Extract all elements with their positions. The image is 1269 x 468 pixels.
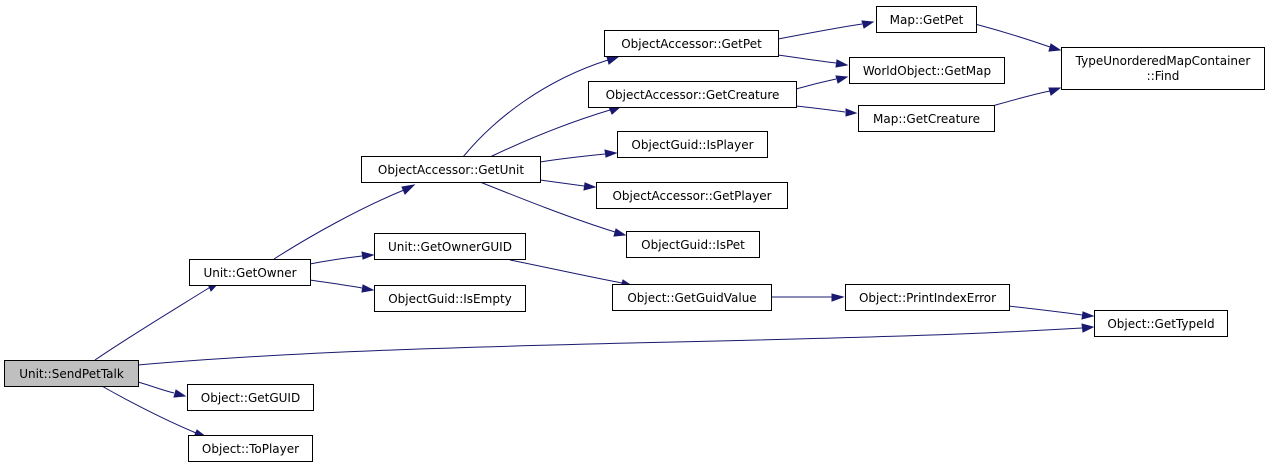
node-label: ObjectGuid::IsPet bbox=[641, 238, 745, 252]
node-object-printindexerror[interactable]: Object::PrintIndexError bbox=[845, 284, 1010, 311]
node-label-line1: TypeUnorderedMapContainer bbox=[1075, 54, 1251, 68]
edge-getowner-getownerguid bbox=[309, 251, 375, 265]
node-label: Object::GetTypeId bbox=[1107, 317, 1214, 331]
node-label: Object::ToPlayer bbox=[202, 442, 299, 456]
node-label: ObjectAccessor::GetPlayer bbox=[612, 189, 771, 203]
node-objectaccessor-getunit[interactable]: ObjectAccessor::GetUnit bbox=[361, 156, 541, 183]
node-label: WorldObject::GetMap bbox=[863, 64, 991, 78]
node-label: Object::GetGUID bbox=[201, 391, 300, 405]
node-label: ObjectAccessor::GetPet bbox=[621, 37, 762, 51]
edge-sendpettalk-gettypeid bbox=[137, 323, 1095, 366]
node-object-toplayer[interactable]: Object::ToPlayer bbox=[188, 435, 313, 462]
edge-getunit-getplayer bbox=[539, 179, 597, 191]
node-unit-getowner[interactable]: Unit::GetOwner bbox=[189, 259, 311, 286]
node-label: ObjectAccessor::GetCreature bbox=[606, 88, 780, 102]
node-objectaccessor-getpet[interactable]: ObjectAccessor::GetPet bbox=[604, 30, 779, 57]
node-object-gettypeid[interactable]: Object::GetTypeId bbox=[1094, 310, 1228, 337]
node-label: Unit::GetOwnerGUID bbox=[388, 240, 512, 254]
node-label: Unit::GetOwner bbox=[203, 266, 296, 280]
node-map-getcreature[interactable]: Map::GetCreature bbox=[858, 105, 995, 132]
node-objectaccessor-getcreature[interactable]: ObjectAccessor::GetCreature bbox=[588, 81, 797, 108]
node-map-getpet[interactable]: Map::GetPet bbox=[876, 6, 977, 33]
node-label: Map::GetCreature bbox=[873, 112, 980, 126]
node-label: Object::PrintIndexError bbox=[859, 291, 996, 305]
node-objectguid-ispet[interactable]: ObjectGuid::IsPet bbox=[626, 231, 760, 258]
node-label-line2: ::Find bbox=[1147, 69, 1180, 83]
node-label: Object::GetGuidValue bbox=[627, 291, 756, 305]
node-worldobject-getmap[interactable]: WorldObject::GetMap bbox=[849, 57, 1005, 84]
node-typeunorderedmapcontainer-find[interactable]: TypeUnorderedMapContainer ::Find bbox=[1061, 47, 1265, 90]
edge-printindexerror-gettypeid bbox=[1007, 305, 1095, 320]
edge-sendpettalk-getguid bbox=[137, 381, 187, 398]
edge-getunit-ispet bbox=[479, 181, 627, 237]
node-unit-getownerguid[interactable]: Unit::GetOwnerGUID bbox=[374, 233, 526, 260]
node-objectguid-isplayer[interactable]: ObjectGuid::IsPlayer bbox=[617, 131, 768, 158]
edge-mapgetcreature-find bbox=[984, 87, 1062, 109]
edge-getunit-getcreature bbox=[489, 106, 622, 158]
node-label: ObjectAccessor::GetUnit bbox=[378, 163, 524, 177]
edge-getownerguid-getguidvalue bbox=[509, 259, 634, 288]
node-label: Unit::SendPetTalk bbox=[19, 367, 124, 381]
node-objectguid-isempty[interactable]: ObjectGuid::IsEmpty bbox=[374, 285, 526, 312]
edge-getguidvalue-printindexerror bbox=[771, 293, 845, 302]
node-label: Map::GetPet bbox=[890, 13, 964, 27]
node-object-getguid[interactable]: Object::GetGUID bbox=[187, 384, 314, 411]
edge-getowner-getunit bbox=[273, 184, 416, 260]
node-objectaccessor-getplayer[interactable]: ObjectAccessor::GetPlayer bbox=[596, 182, 788, 209]
edge-getpet-getmap bbox=[777, 54, 849, 68]
edge-getowner-isempty bbox=[309, 279, 375, 293]
edge-getunit-isplayer bbox=[539, 149, 618, 163]
node-object-getguidvalue[interactable]: Object::GetGuidValue bbox=[612, 284, 772, 311]
edge-getpet-mapgetpet bbox=[777, 20, 875, 40]
edge-getcreature-mapgetcreature bbox=[795, 105, 858, 117]
edge-mapgetpet-find bbox=[974, 23, 1062, 52]
node-label: ObjectGuid::IsEmpty bbox=[388, 292, 512, 306]
edge-getcreature-getmap bbox=[795, 75, 849, 90]
node-label: ObjectGuid::IsPlayer bbox=[631, 138, 753, 152]
edge-sendpettalk-getowner bbox=[94, 280, 222, 361]
node-unit-sendpettalk[interactable]: Unit::SendPetTalk bbox=[4, 360, 139, 387]
